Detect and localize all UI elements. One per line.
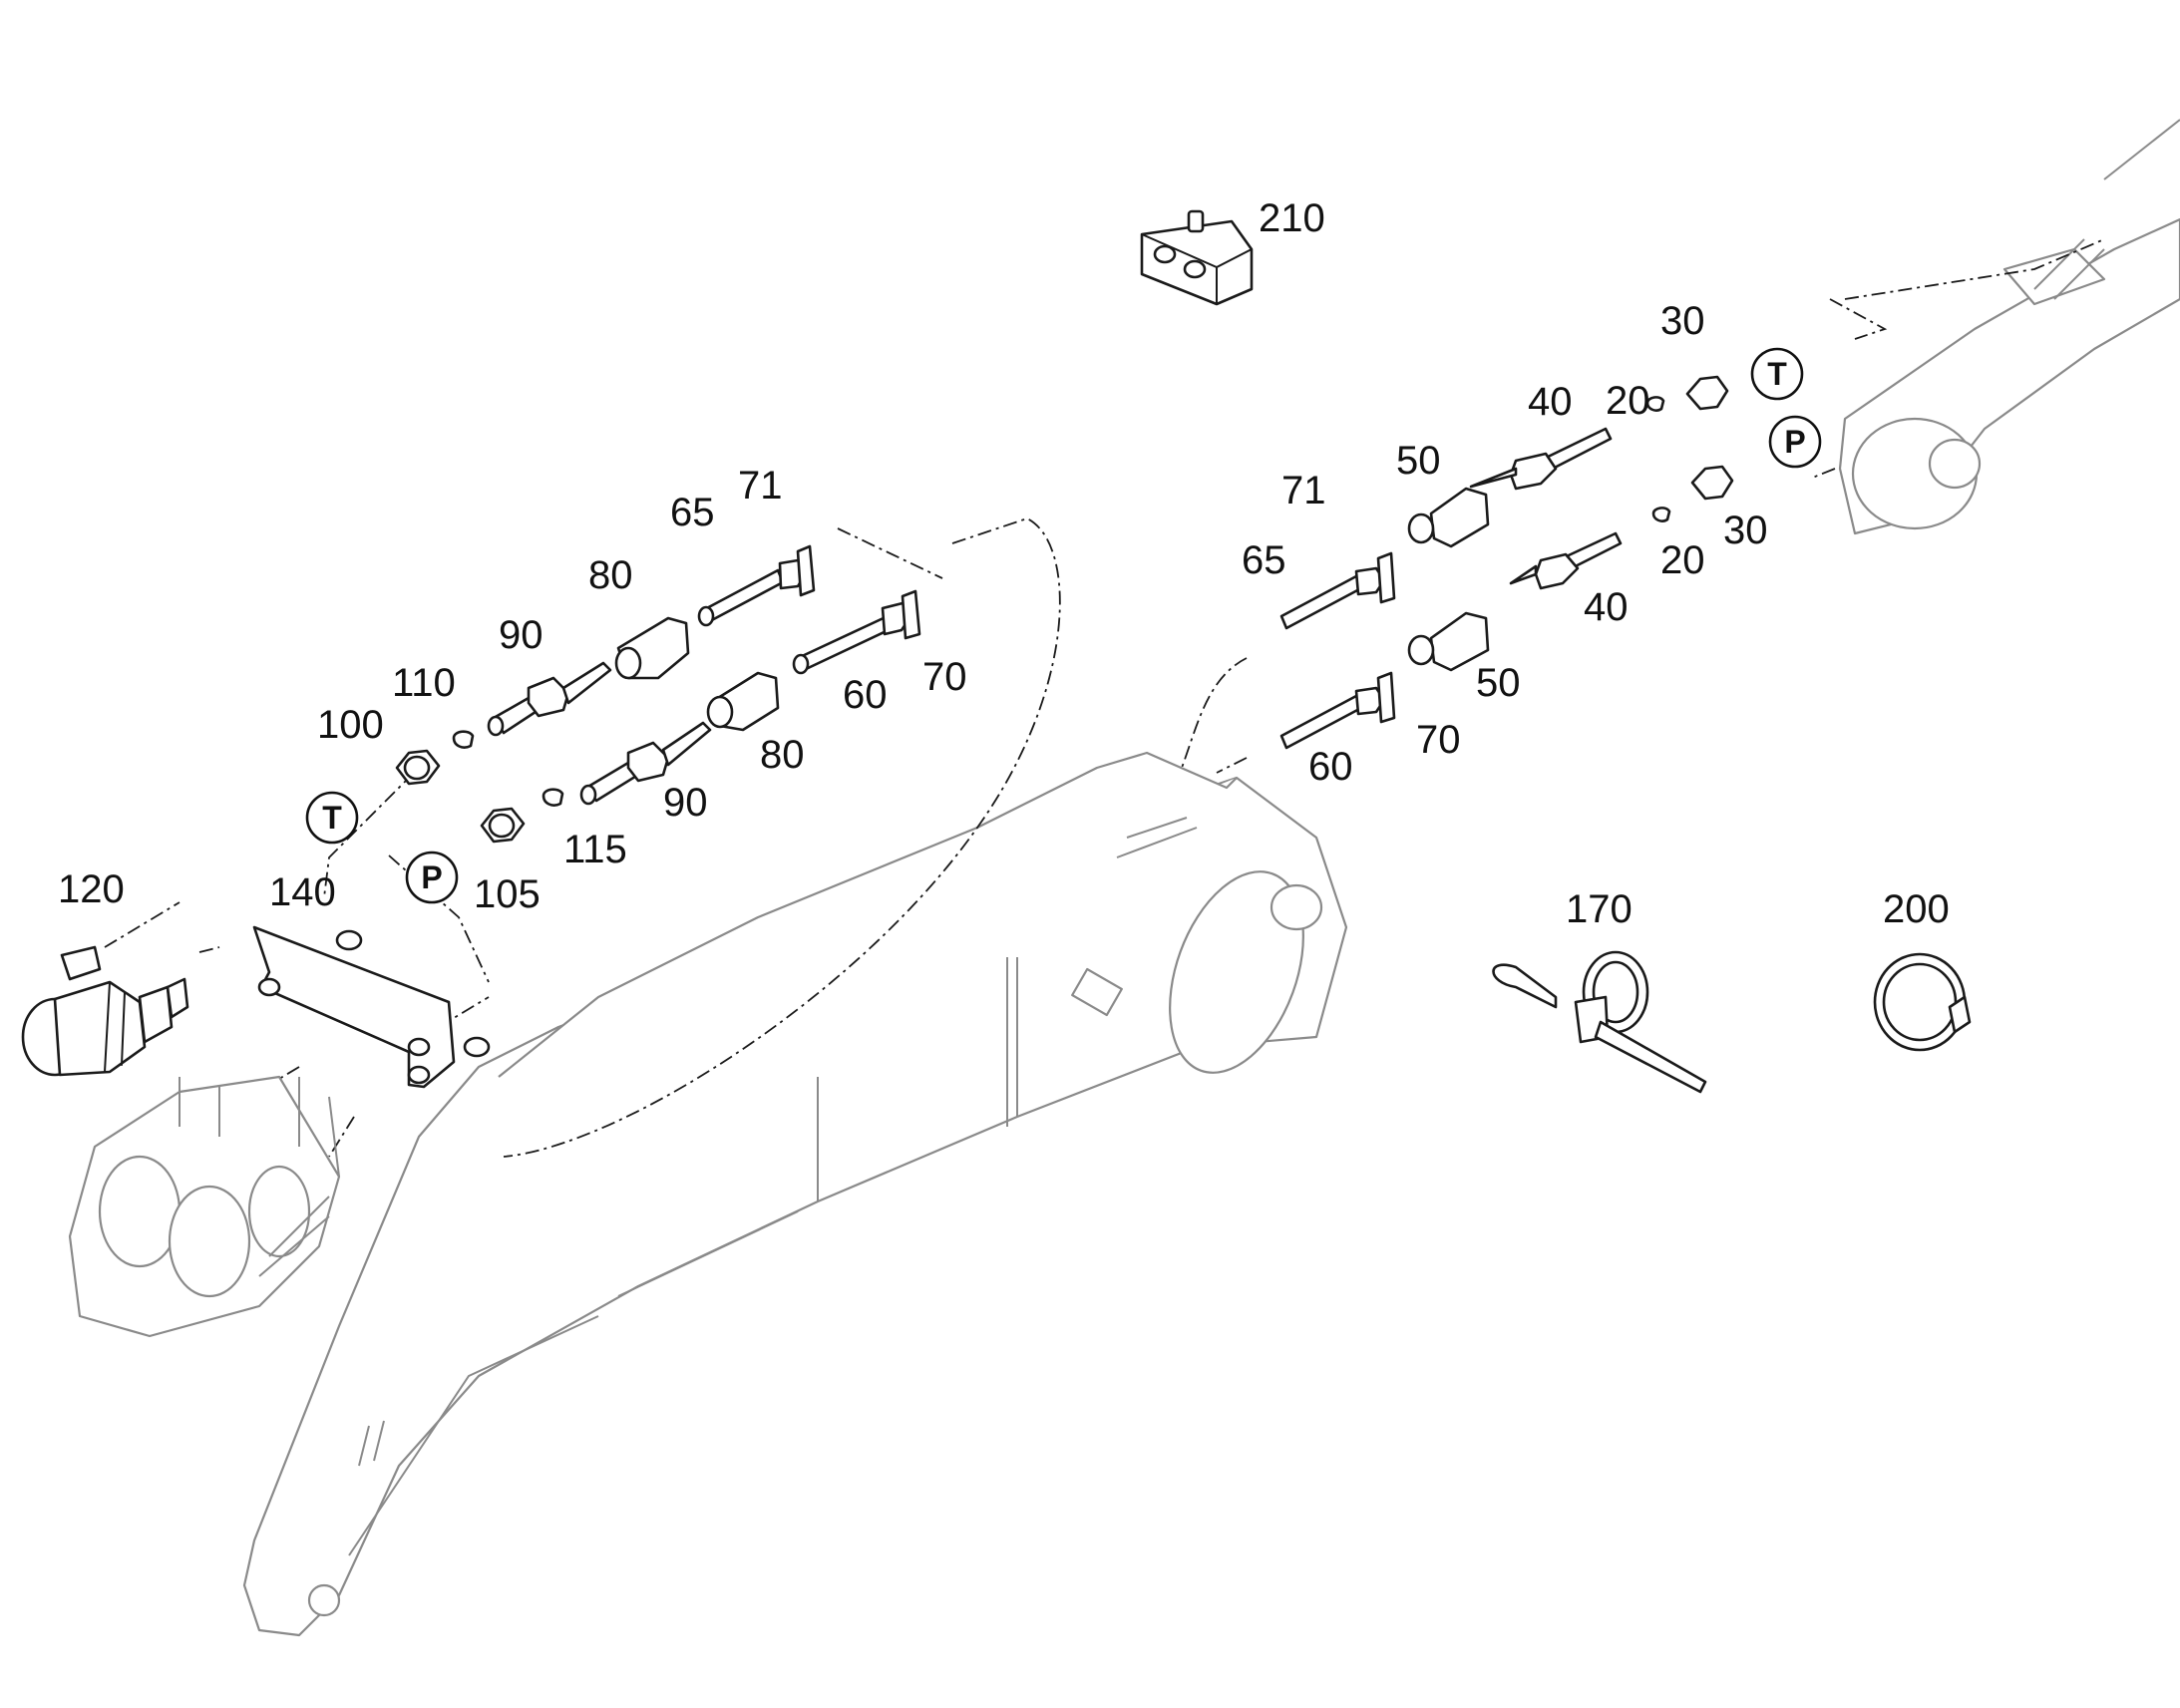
valve-block	[68, 1075, 341, 1338]
label-71-left: 71	[738, 464, 783, 508]
marker-p-left-text: P	[421, 859, 442, 895]
label-30-upper: 30	[1660, 299, 1705, 343]
label-71-right: 71	[1281, 469, 1326, 512]
label-90-upper: 90	[499, 613, 544, 657]
part-200-clamp	[1873, 952, 1972, 1052]
label-20-lower: 20	[1660, 538, 1705, 582]
marker-t-right-text: T	[1767, 356, 1787, 392]
label-105: 105	[474, 872, 541, 916]
label-70-left: 70	[922, 655, 967, 699]
part-170-cable-tie	[1492, 950, 1707, 1094]
label-70-right: 70	[1416, 718, 1461, 762]
boom-structure	[242, 119, 2180, 1637]
label-60-left: 60	[843, 673, 888, 717]
right-lower-fittings	[1279, 465, 1734, 750]
label-80-upper: 80	[588, 553, 633, 597]
right-upper-fittings	[1279, 375, 1729, 630]
part-120-coupling	[21, 945, 189, 1077]
label-210: 210	[1259, 196, 1325, 240]
label-50-upper: 50	[1396, 439, 1441, 483]
label-50-lower: 50	[1476, 661, 1521, 705]
label-200: 200	[1883, 887, 1950, 931]
label-40-lower: 40	[1584, 585, 1629, 629]
left-upper-fittings	[395, 544, 816, 786]
marker-p-right: P	[1768, 415, 1822, 469]
part-210-block	[1140, 209, 1254, 306]
marker-p-left: P	[405, 851, 459, 904]
label-65-right: 65	[1242, 538, 1286, 582]
marker-t-left: T	[305, 791, 359, 845]
label-30-lower: 30	[1723, 509, 1768, 552]
left-lower-fittings	[480, 589, 921, 844]
label-110: 110	[392, 661, 456, 705]
marker-t-left-text: T	[322, 800, 342, 836]
label-40-upper: 40	[1528, 380, 1573, 424]
marker-t-right: T	[1750, 347, 1804, 401]
part-labels: 210 30 20 40 50 71 65 30 20 40 50 70 60 …	[58, 196, 1950, 931]
label-100: 100	[317, 703, 384, 747]
label-65-left: 65	[670, 491, 715, 534]
label-120: 120	[58, 867, 125, 911]
label-20-upper: 20	[1606, 379, 1650, 423]
label-115: 115	[563, 828, 627, 871]
label-170: 170	[1566, 887, 1633, 931]
marker-p-right-text: P	[1784, 424, 1805, 460]
label-140: 140	[269, 870, 336, 914]
label-90-lower: 90	[663, 781, 708, 825]
label-60-right: 60	[1308, 745, 1353, 789]
label-80-lower: 80	[760, 733, 805, 777]
part-140-plate	[252, 925, 491, 1089]
leader-lines	[104, 238, 2105, 1158]
